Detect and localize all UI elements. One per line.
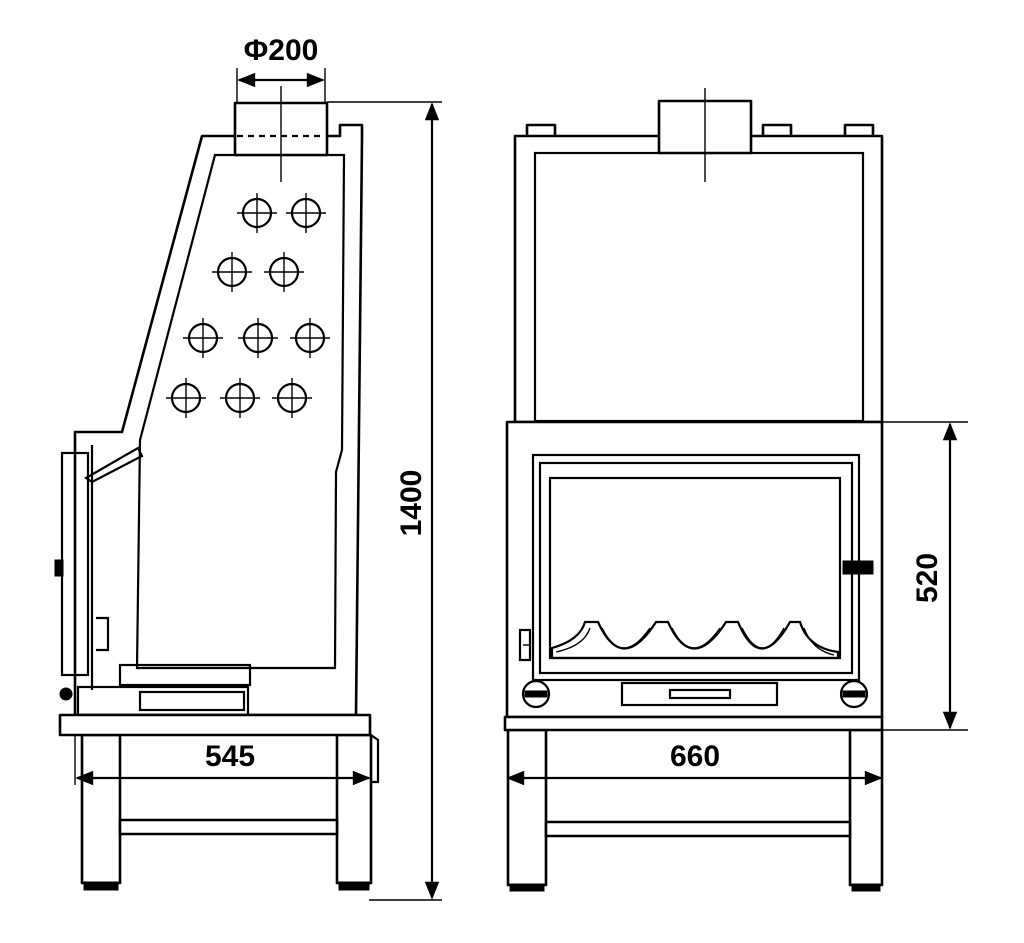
front-ash-drawer-handle [668,688,732,700]
front-right-air-knob [839,679,869,709]
side-rear-foot [83,881,119,891]
dimension-lines: Φ200 1400 545 660 520 [74,34,968,901]
dim-side-depth: 545 [205,740,255,773]
side-base-slot [138,690,246,712]
front-left-foot [509,883,545,892]
dim-total-height: 1400 [395,470,428,537]
air-vent [183,318,223,358]
air-vent [290,318,330,358]
side-handle [54,559,64,577]
side-stretcher [118,818,339,836]
air-vent [220,378,260,418]
front-view [503,88,884,892]
dim-flue-diameter: Φ200 [244,34,319,67]
side-knob [59,687,73,701]
front-stretcher [544,820,852,838]
side-hook [367,732,380,784]
front-hood-outer [513,134,884,424]
dim-door-height: 520 [911,553,944,603]
air-vent [286,193,326,233]
front-left-air-knob [521,679,551,709]
air-vent [237,193,277,233]
air-vent [212,252,252,292]
air-vent [166,378,206,418]
side-baffle-strut [83,446,144,484]
front-door-handle [842,560,874,575]
side-front-foot [338,881,370,891]
air-vent [272,378,312,418]
air-vent [238,318,278,358]
side-bracket [96,616,110,652]
front-log-grate-inner [555,627,835,656]
front-firebox [505,420,884,719]
front-left-leg [506,728,548,887]
dim-front-width: 660 [670,740,720,773]
front-base-plate [503,715,884,732]
side-rear-leg [80,733,122,885]
side-front-leg [335,733,373,885]
front-ash-drawer [620,681,779,707]
side-ash-tray [118,663,252,687]
front-right-foot [851,883,881,892]
air-vent [264,252,304,292]
side-view [54,86,380,891]
front-right-leg [848,728,884,887]
side-platform [58,713,372,737]
side-air-vents [166,193,330,418]
